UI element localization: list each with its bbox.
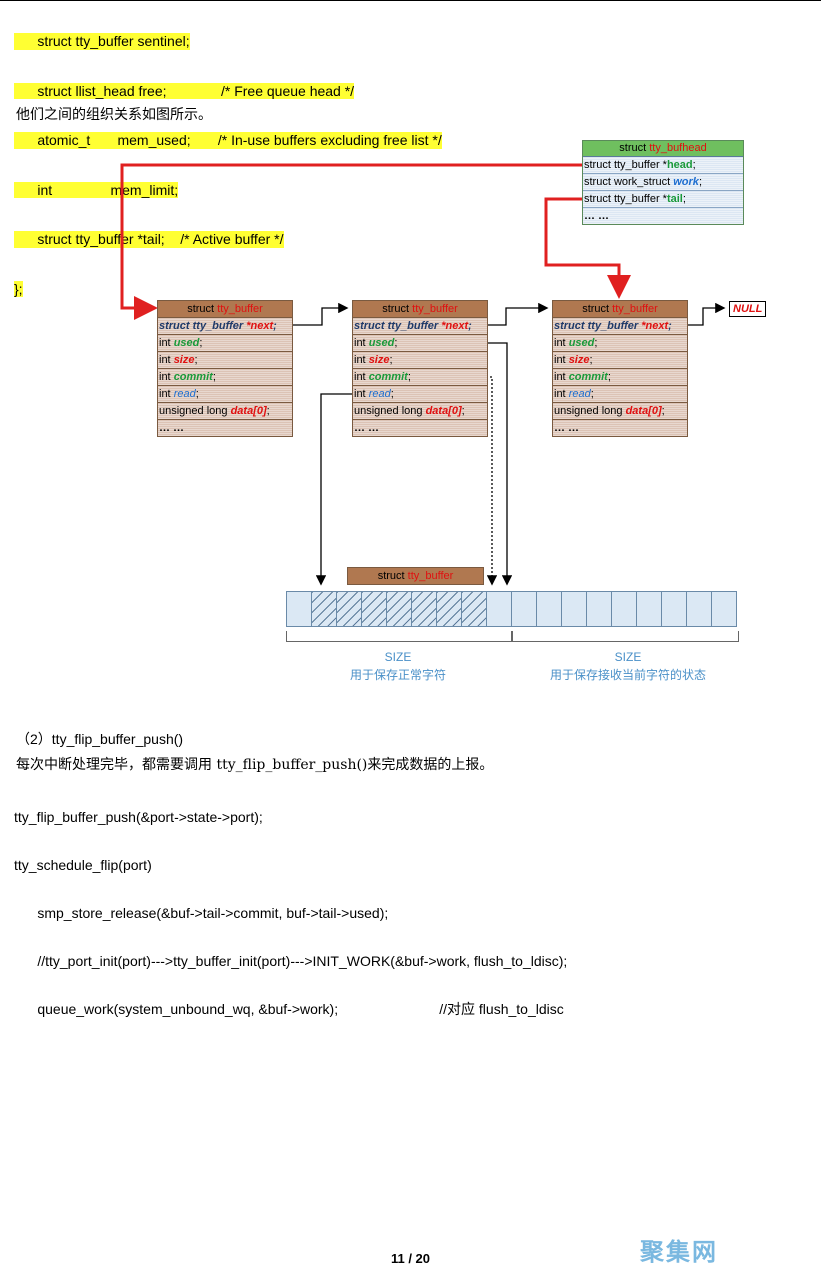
field-head: struct tty_buffer *head; <box>583 157 743 174</box>
field-ellipsis: … … <box>583 208 743 224</box>
code-line: tty_flip_buffer_push(&port->state->port)… <box>14 809 263 825</box>
page-number: 11 / 20 <box>390 1251 431 1266</box>
code-line: queue_work(system_unbound_wq, &buf->work… <box>14 1001 564 1017</box>
code-line: struct tty_buffer sentinel; <box>14 33 442 50</box>
field-data: unsigned long data[0]; <box>158 403 292 420</box>
field-ellipsis: … … <box>353 420 487 436</box>
code-line: struct tty_buffer *tail; /* Active buffe… <box>14 231 442 248</box>
field-commit: int commit; <box>353 369 487 386</box>
code-line: atomic_t mem_used; /* In-use buffers exc… <box>14 132 442 149</box>
struct-header: struct tty_buffer <box>553 301 687 318</box>
size-label-left: SIZE <box>384 650 412 664</box>
code-snippet-bottom: tty_flip_buffer_push(&port->state->port)… <box>14 777 567 1033</box>
size-desc-left: 用于保存正常字符 <box>349 668 446 682</box>
next-arrow-2 <box>486 302 549 326</box>
field-read: int read; <box>353 386 487 403</box>
field-used: int used; <box>553 335 687 352</box>
intro-paragraph: 他们之间的组织关系如图所示。 <box>16 107 212 123</box>
field-data: unsigned long data[0]; <box>353 403 487 420</box>
used-arrow <box>486 342 513 586</box>
struct-header: struct tty_bufhead <box>583 141 743 157</box>
field-data: unsigned long data[0]; <box>553 403 687 420</box>
tail-pointer-arrow <box>544 197 631 299</box>
data-cell <box>311 591 337 627</box>
code-line: //tty_port_init(port)--->tty_buffer_init… <box>14 953 568 969</box>
data-cell <box>286 591 312 627</box>
struct-header: struct tty_buffer <box>158 301 292 318</box>
next-arrow-1 <box>291 302 349 326</box>
next-arrow-3 <box>687 302 726 326</box>
code-snippet-top: struct tty_buffer sentinel; struct llist… <box>14 0 442 314</box>
field-next: struct tty_buffer *next; <box>353 318 487 335</box>
code-line: int mem_limit; <box>14 181 442 198</box>
size-bracket-left <box>286 631 512 642</box>
data-cell <box>336 591 362 627</box>
read-arrow <box>315 393 352 586</box>
code-line: struct llist_head free; /* Free queue he… <box>14 82 442 99</box>
size-desc-right: 用于保存接收当前字符的状态 <box>549 668 706 682</box>
top-rule <box>0 0 821 1</box>
tty-bufhead-struct: struct tty_bufhead struct tty_buffer *he… <box>582 140 744 225</box>
field-size: int size; <box>158 352 292 369</box>
field-size: int size; <box>553 352 687 369</box>
data-cell <box>586 591 612 627</box>
struct-header: struct tty_buffer <box>353 301 487 318</box>
diagram-connectors <box>120 163 726 586</box>
data-cell <box>686 591 712 627</box>
data-cell <box>486 591 512 627</box>
data-cell <box>536 591 562 627</box>
data-struct-label: struct tty_buffer <box>347 567 484 585</box>
data-cell <box>661 591 687 627</box>
data-cell <box>711 591 737 627</box>
code-line: tty_schedule_flip(port) <box>14 857 152 873</box>
field-commit: int commit; <box>553 369 687 386</box>
site-watermark-logo: 聚集网 <box>640 1238 718 1266</box>
field-tail: struct tty_buffer *tail; <box>583 191 743 208</box>
null-terminator: NULL <box>729 301 767 317</box>
field-read: int read; <box>158 386 292 403</box>
commit-arrow <box>486 376 498 586</box>
head-pointer-arrow <box>120 163 582 320</box>
section-title: （2）tty_flip_buffer_push() <box>16 731 184 747</box>
code-line: smp_store_release(&buf->tail->commit, bu… <box>14 905 389 921</box>
data-cell <box>361 591 387 627</box>
size-label-right: SIZE <box>614 650 642 664</box>
data-cell <box>461 591 487 627</box>
field-next: struct tty_buffer *next; <box>553 318 687 335</box>
data-cell <box>611 591 637 627</box>
field-work: struct work_struct work; <box>583 174 743 191</box>
field-ellipsis: … … <box>158 420 292 436</box>
data-cell <box>636 591 662 627</box>
section-description: 每次中断处理完毕，都需要调用 tty_flip_buffer_push()来完成… <box>16 757 494 773</box>
field-used: int used; <box>158 335 292 352</box>
data-cell <box>511 591 537 627</box>
field-ellipsis: … … <box>553 420 687 436</box>
field-commit: int commit; <box>158 369 292 386</box>
field-size: int size; <box>353 352 487 369</box>
data-cell <box>386 591 412 627</box>
size-bracket-right <box>512 631 739 642</box>
code-line: }; <box>14 280 23 297</box>
field-used: int used; <box>353 335 487 352</box>
field-read: int read; <box>553 386 687 403</box>
data-cell <box>411 591 437 627</box>
data-cell <box>436 591 462 627</box>
data-cell <box>561 591 587 627</box>
field-next: struct tty_buffer *next; <box>158 318 292 335</box>
